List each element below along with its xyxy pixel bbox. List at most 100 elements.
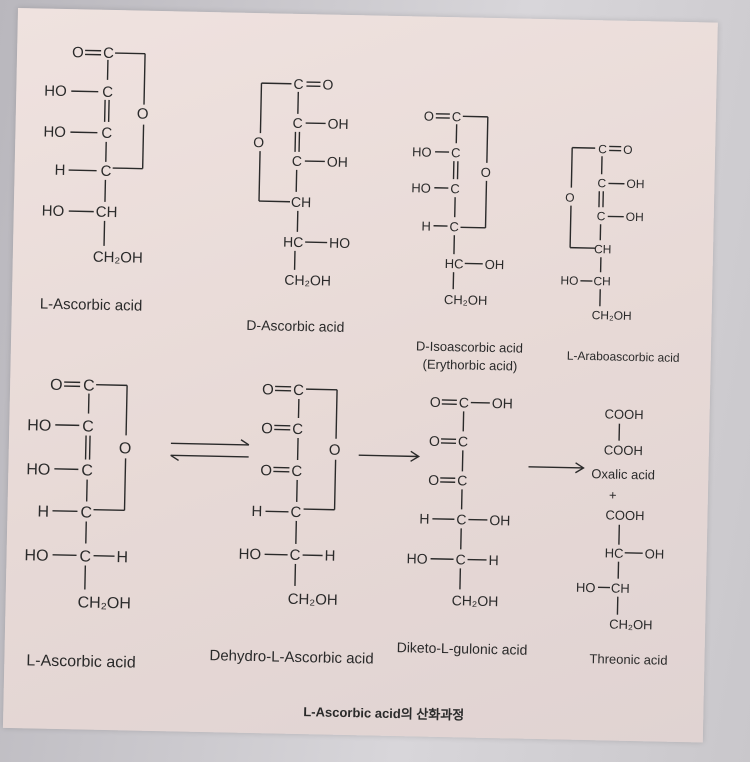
atom: CH [96,204,118,221]
atom: OH [327,116,348,132]
atom: OH [645,546,665,561]
structure-d-isoascorbic: O C O HO C HO C H C HC OH CH₂OH [411,109,505,308]
reaction-arrow [528,462,585,474]
atom: C [293,382,304,399]
atom: C [82,418,94,435]
atom: HO [406,550,427,566]
atom: OH [485,257,505,272]
atom: OH [626,177,644,191]
structure-diketo-l-gulonic: O C OH O C O C H C OH HO C H CH₂OH [406,394,513,609]
atom: C [292,421,303,438]
label-l-ascorbic-acid: L-Ascorbic acid [40,296,143,315]
atom: C [450,181,460,196]
atom: CH₂OH [287,591,337,609]
atom: C [81,462,93,479]
atom: C [292,115,302,131]
atom: CH₂OH [609,617,653,633]
atom: H [116,549,128,566]
structure-dehydro-l-ascorbic: O C O O C O C H C HO C H CH₂OH [238,381,341,609]
atom: O [481,165,491,180]
structure-threonic-acid: COOH HC OH HO CH CH₂OH [576,507,665,633]
atom: CH₂OH [93,249,143,267]
atom: C [291,463,302,480]
label-d-isoascorbic-acid: D-Isoascorbic acid [416,338,523,355]
structure-l-ascorbic-top: O C O HO C HO C H C HO CH CH₂OH [42,44,149,267]
atom: O [565,191,575,205]
atom: CH [611,581,630,596]
atom: HC [605,545,624,560]
atom: HO [238,546,261,563]
atom: HO [26,461,50,478]
atom: HO [27,417,51,434]
atom: OH [626,210,644,224]
atom: O [329,442,341,459]
atom: CH [594,242,612,256]
atom: H [421,219,431,234]
atom: CH [291,194,312,210]
label-d-ascorbic-acid: D-Ascorbic acid [246,317,344,335]
structure-oxalic-acid: COOH COOH [604,406,644,458]
atom: C [455,551,465,567]
equilibrium-arrow [170,439,250,462]
atom: H [488,552,498,568]
atom: HO [329,235,350,251]
atom: C [290,504,301,521]
atom: C [458,433,468,449]
atom: C [598,142,607,156]
atom: CH₂OH [592,308,632,323]
atom: C [292,153,302,169]
structure-l-araboascorbic: O C O C OH C OH CH HO CH CH₂OH [560,142,644,323]
atom: C [459,394,469,410]
label-threonic-acid: Threonic acid [589,651,667,668]
atom: O [261,420,273,437]
label-erythorbic-acid: (Erythorbic acid) [422,357,517,374]
atom: HO [42,203,65,220]
atom: H [37,504,49,521]
atom: CH₂OH [452,592,499,609]
atom: CH₂OH [77,594,131,612]
atom: C [100,163,111,180]
atom: C [103,45,114,62]
atom: C [289,547,300,564]
atom: O [50,377,63,394]
atom: OH [489,512,510,528]
atom: HC [445,256,464,271]
atom: H [54,162,65,179]
atom: O [119,440,132,457]
atom: HO [576,580,596,595]
atom: COOH [605,507,644,523]
atom: O [262,381,274,398]
chemical-structures-diagram: O C O HO C HO C H C HO CH CH₂OH L-Ascorb… [24,44,679,722]
label-dehydro-l-ascorbic-acid: Dehydro-L-Ascorbic acid [209,647,374,667]
atom: COOH [604,406,643,422]
atom: O [260,462,272,479]
structure-l-ascorbic-bottom: O C O HO C HO C H C HO C H CH₂OH [24,377,132,613]
atom: O [253,134,264,150]
label-l-ascorbic-acid-bottom: L-Ascorbic acid [26,652,136,671]
atom: HC [283,234,304,250]
atom: C [79,548,91,565]
atom: H [324,548,335,565]
atom: C [83,377,95,394]
atom: HO [412,144,432,159]
atom: C [451,145,461,160]
atom: O [424,109,434,124]
atom: HO [44,83,67,100]
atom: O [430,394,441,410]
atom: C [457,472,467,488]
atom: C [452,109,462,124]
atom: C [449,219,459,234]
atom: CH₂OH [444,292,488,308]
book-page: O C O HO C HO C H C HO CH CH₂OH L-Ascorb… [2,8,718,743]
atom: O [322,76,333,92]
atom: HO [560,273,578,287]
atom: C [101,125,112,142]
atom: C [102,84,113,101]
atom: COOH [604,442,643,458]
atom: C [597,176,606,190]
atom: C [80,504,92,521]
atom: O [428,472,439,488]
atom: C [293,76,303,92]
atom: H [419,511,429,527]
label-diketo-l-gulonic-acid: Diketo-L-gulonic acid [397,639,528,658]
